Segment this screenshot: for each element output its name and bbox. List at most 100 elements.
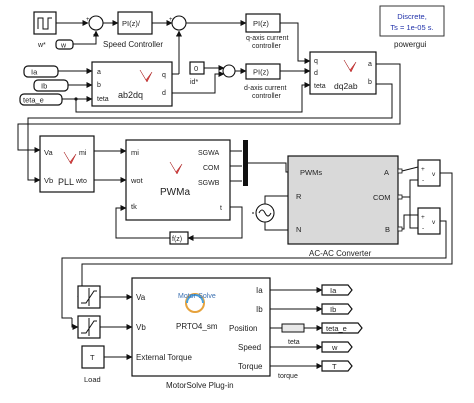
svg-text:a: a bbox=[368, 61, 372, 68]
powergui-block[interactable]: Discrete, Ts = 1e-05 s. bbox=[379, 5, 445, 37]
svg-text:+: + bbox=[421, 166, 425, 173]
q-axis-pi: PI(z) bbox=[253, 19, 269, 28]
svg-text:Ib: Ib bbox=[41, 82, 47, 91]
mux-bar[interactable] bbox=[243, 140, 248, 186]
svg-text:d: d bbox=[314, 70, 318, 77]
d-axis-pi: PI(z) bbox=[253, 68, 269, 77]
ref-speed-label: w* bbox=[37, 42, 46, 49]
q-current-sum[interactable] bbox=[171, 15, 187, 31]
speed-controller-label: Speed Controller bbox=[103, 40, 163, 49]
speed-feedback-input[interactable]: w bbox=[55, 39, 74, 50]
q-axis-controller-block[interactable]: PI(z) bbox=[245, 13, 281, 33]
svg-text:SGWA: SGWA bbox=[198, 150, 219, 157]
svg-text:T: T bbox=[332, 362, 337, 371]
svg-text:v: v bbox=[432, 171, 436, 178]
svg-text:SGWB: SGWB bbox=[198, 180, 220, 187]
speed-controller-block[interactable]: PI(z)/ bbox=[117, 11, 153, 35]
pwma-block[interactable]: mi wot tk SGWA COM SGWB t PWMa bbox=[125, 139, 231, 221]
svg-text:b: b bbox=[97, 82, 101, 89]
unit-delay-block[interactable]: f(z) bbox=[169, 231, 189, 245]
matlab-fcn-icon bbox=[169, 161, 183, 175]
svg-text:R: R bbox=[296, 192, 302, 201]
svg-text:v: v bbox=[432, 219, 436, 226]
goto-ia[interactable]: Ia bbox=[321, 284, 353, 296]
ac-voltage-source[interactable] bbox=[255, 203, 275, 223]
motor-model-name: PRTO4_sm bbox=[176, 322, 218, 331]
svg-text:PWMs: PWMs bbox=[300, 168, 322, 177]
svg-text:a: a bbox=[97, 69, 101, 76]
voltage-sensor-a[interactable]: + - v bbox=[417, 159, 441, 187]
svg-text:Vb: Vb bbox=[44, 176, 53, 185]
ab2dq-block[interactable]: a b teta q d ab2dq bbox=[91, 61, 173, 107]
svg-text:t: t bbox=[220, 205, 222, 212]
saturation-a-block[interactable] bbox=[77, 285, 101, 309]
svg-text:Speed: Speed bbox=[238, 343, 261, 352]
svg-text:COM: COM bbox=[203, 165, 220, 172]
goto-w[interactable]: w bbox=[321, 341, 353, 353]
svg-text:-: - bbox=[422, 225, 424, 232]
svg-text:mi: mi bbox=[79, 150, 87, 157]
d-controller-label-1: d-axis current bbox=[244, 85, 286, 92]
svg-text:d: d bbox=[162, 90, 166, 97]
svg-text:Va: Va bbox=[44, 148, 53, 157]
svg-text:Ia: Ia bbox=[31, 68, 38, 77]
svg-text:COM: COM bbox=[373, 193, 391, 202]
load-block[interactable]: T bbox=[81, 345, 105, 369]
q-controller-label-2: controller bbox=[252, 43, 281, 50]
ia-input[interactable]: Ia bbox=[23, 65, 59, 78]
svg-text:Position: Position bbox=[229, 324, 257, 333]
svg-text:A: A bbox=[384, 168, 389, 177]
pwma-title: PWMa bbox=[160, 187, 190, 198]
id-ref-constant[interactable]: 0 bbox=[189, 61, 205, 75]
saturation-b-block[interactable] bbox=[77, 315, 101, 339]
goto-ib[interactable]: Ib bbox=[321, 303, 353, 315]
dq2ab-title: dq2ab bbox=[334, 81, 358, 91]
svg-text:mi: mi bbox=[131, 148, 139, 157]
ac-ac-converter-label: AC-AC Converter bbox=[309, 249, 372, 258]
position-gain-block[interactable] bbox=[281, 323, 305, 333]
svg-text:b: b bbox=[368, 79, 372, 86]
svg-text:teta: teta bbox=[314, 83, 326, 90]
svg-text:Va: Va bbox=[136, 293, 146, 302]
svg-text:Torque: Torque bbox=[238, 362, 263, 371]
ac-ac-converter-block[interactable]: PWMs R N A COM B bbox=[287, 155, 399, 245]
svg-text:wot: wot bbox=[130, 176, 144, 185]
step-source-block[interactable] bbox=[33, 11, 57, 35]
motorsolve-block[interactable]: Va Vb External Torque Ia Ib Position Spe… bbox=[131, 277, 271, 377]
svg-text:B: B bbox=[385, 225, 390, 234]
q-controller-label-1: q-axis current bbox=[246, 35, 288, 42]
pll-title: PLL bbox=[58, 177, 74, 187]
svg-text:-: - bbox=[422, 177, 424, 184]
powergui-mode: Discrete, bbox=[397, 12, 427, 21]
svg-text:w: w bbox=[331, 343, 338, 352]
matlab-fcn-icon bbox=[139, 69, 153, 83]
svg-text:tk: tk bbox=[131, 202, 137, 211]
matlab-fcn-icon bbox=[343, 59, 357, 73]
svg-text:Ia: Ia bbox=[256, 286, 263, 295]
torque-label: torque bbox=[278, 373, 298, 380]
svg-text:teta_e: teta_e bbox=[23, 96, 44, 105]
pll-block[interactable]: Va Vb mi wto PLL bbox=[39, 135, 95, 193]
motorsolve-logo-icon bbox=[185, 293, 205, 313]
ib-input[interactable]: Ib bbox=[33, 79, 69, 92]
goto-teta[interactable]: teta_e bbox=[321, 322, 363, 334]
speed-error-sum[interactable] bbox=[88, 15, 104, 31]
goto-T[interactable]: T bbox=[321, 360, 353, 372]
d-axis-controller-block[interactable]: PI(z) bbox=[245, 63, 281, 80]
svg-text:N: N bbox=[296, 225, 301, 234]
matlab-fcn-icon bbox=[63, 151, 77, 165]
svg-text:T: T bbox=[90, 353, 95, 362]
voltage-sensor-b[interactable]: + - v bbox=[417, 207, 441, 235]
svg-text:f(z): f(z) bbox=[172, 236, 182, 243]
teta-label: teta bbox=[288, 339, 300, 346]
svg-text:+: + bbox=[86, 17, 90, 23]
svg-text:wto: wto bbox=[75, 178, 87, 185]
d-current-sum[interactable] bbox=[222, 64, 236, 78]
id-ref-label: id* bbox=[190, 79, 198, 86]
teta-input[interactable]: teta_e bbox=[19, 93, 63, 106]
dq2ab-block[interactable]: q d teta a b dq2ab bbox=[309, 51, 377, 95]
svg-text:External Torque: External Torque bbox=[136, 353, 192, 362]
svg-text:0: 0 bbox=[194, 64, 198, 73]
svg-text:q: q bbox=[162, 72, 166, 79]
